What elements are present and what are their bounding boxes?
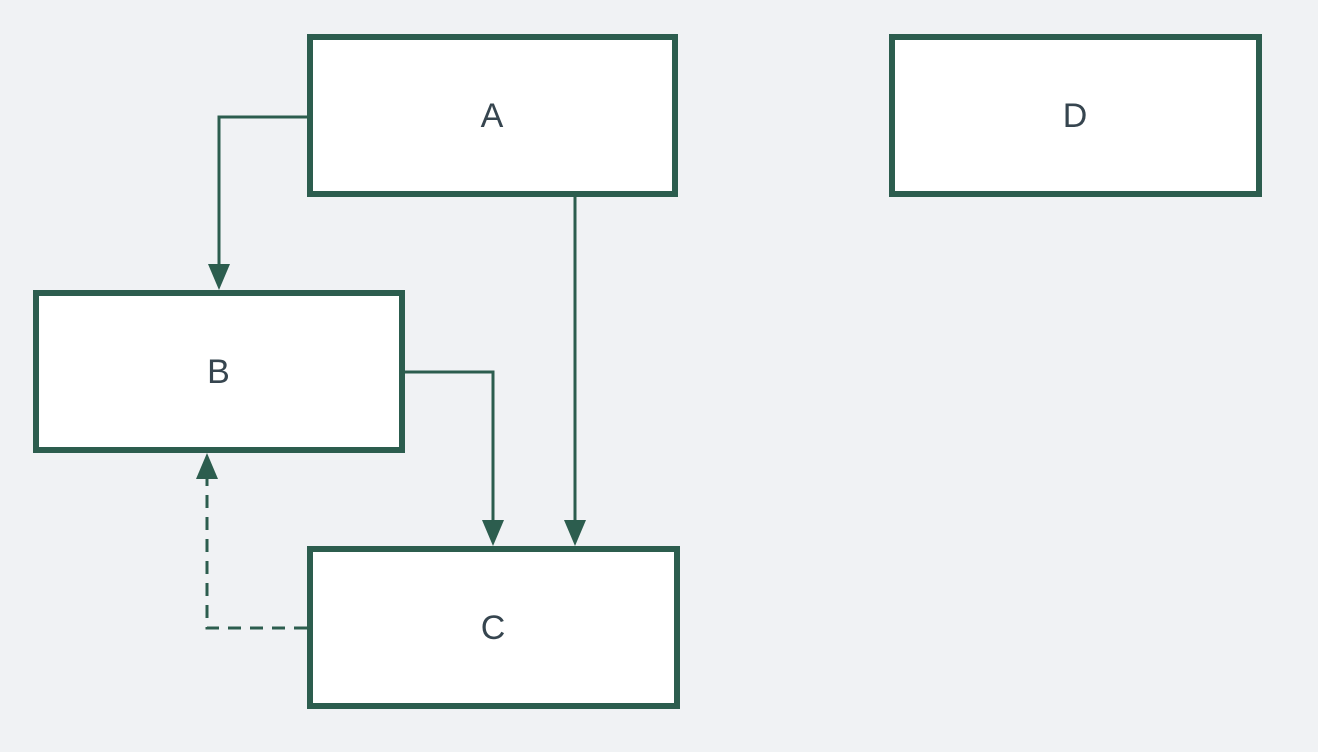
arrowhead-A-to-B <box>208 264 230 290</box>
edge-B-to-C <box>405 370 495 523</box>
node-label-C: C <box>480 608 507 647</box>
arrowhead-A-to-C <box>564 520 586 546</box>
node-B[interactable]: B <box>33 290 405 453</box>
edge-A-to-B <box>217 115 307 267</box>
node-label-B: B <box>207 352 231 391</box>
node-A[interactable]: A <box>307 34 678 197</box>
edge-C-to-B-dashed <box>205 476 307 630</box>
node-label-A: A <box>480 96 505 135</box>
node-D[interactable]: D <box>889 34 1262 197</box>
node-C[interactable]: C <box>307 546 680 709</box>
arrowhead-C-to-B <box>196 453 218 479</box>
node-label-D: D <box>1062 96 1089 135</box>
arrowhead-B-to-C <box>482 520 504 546</box>
